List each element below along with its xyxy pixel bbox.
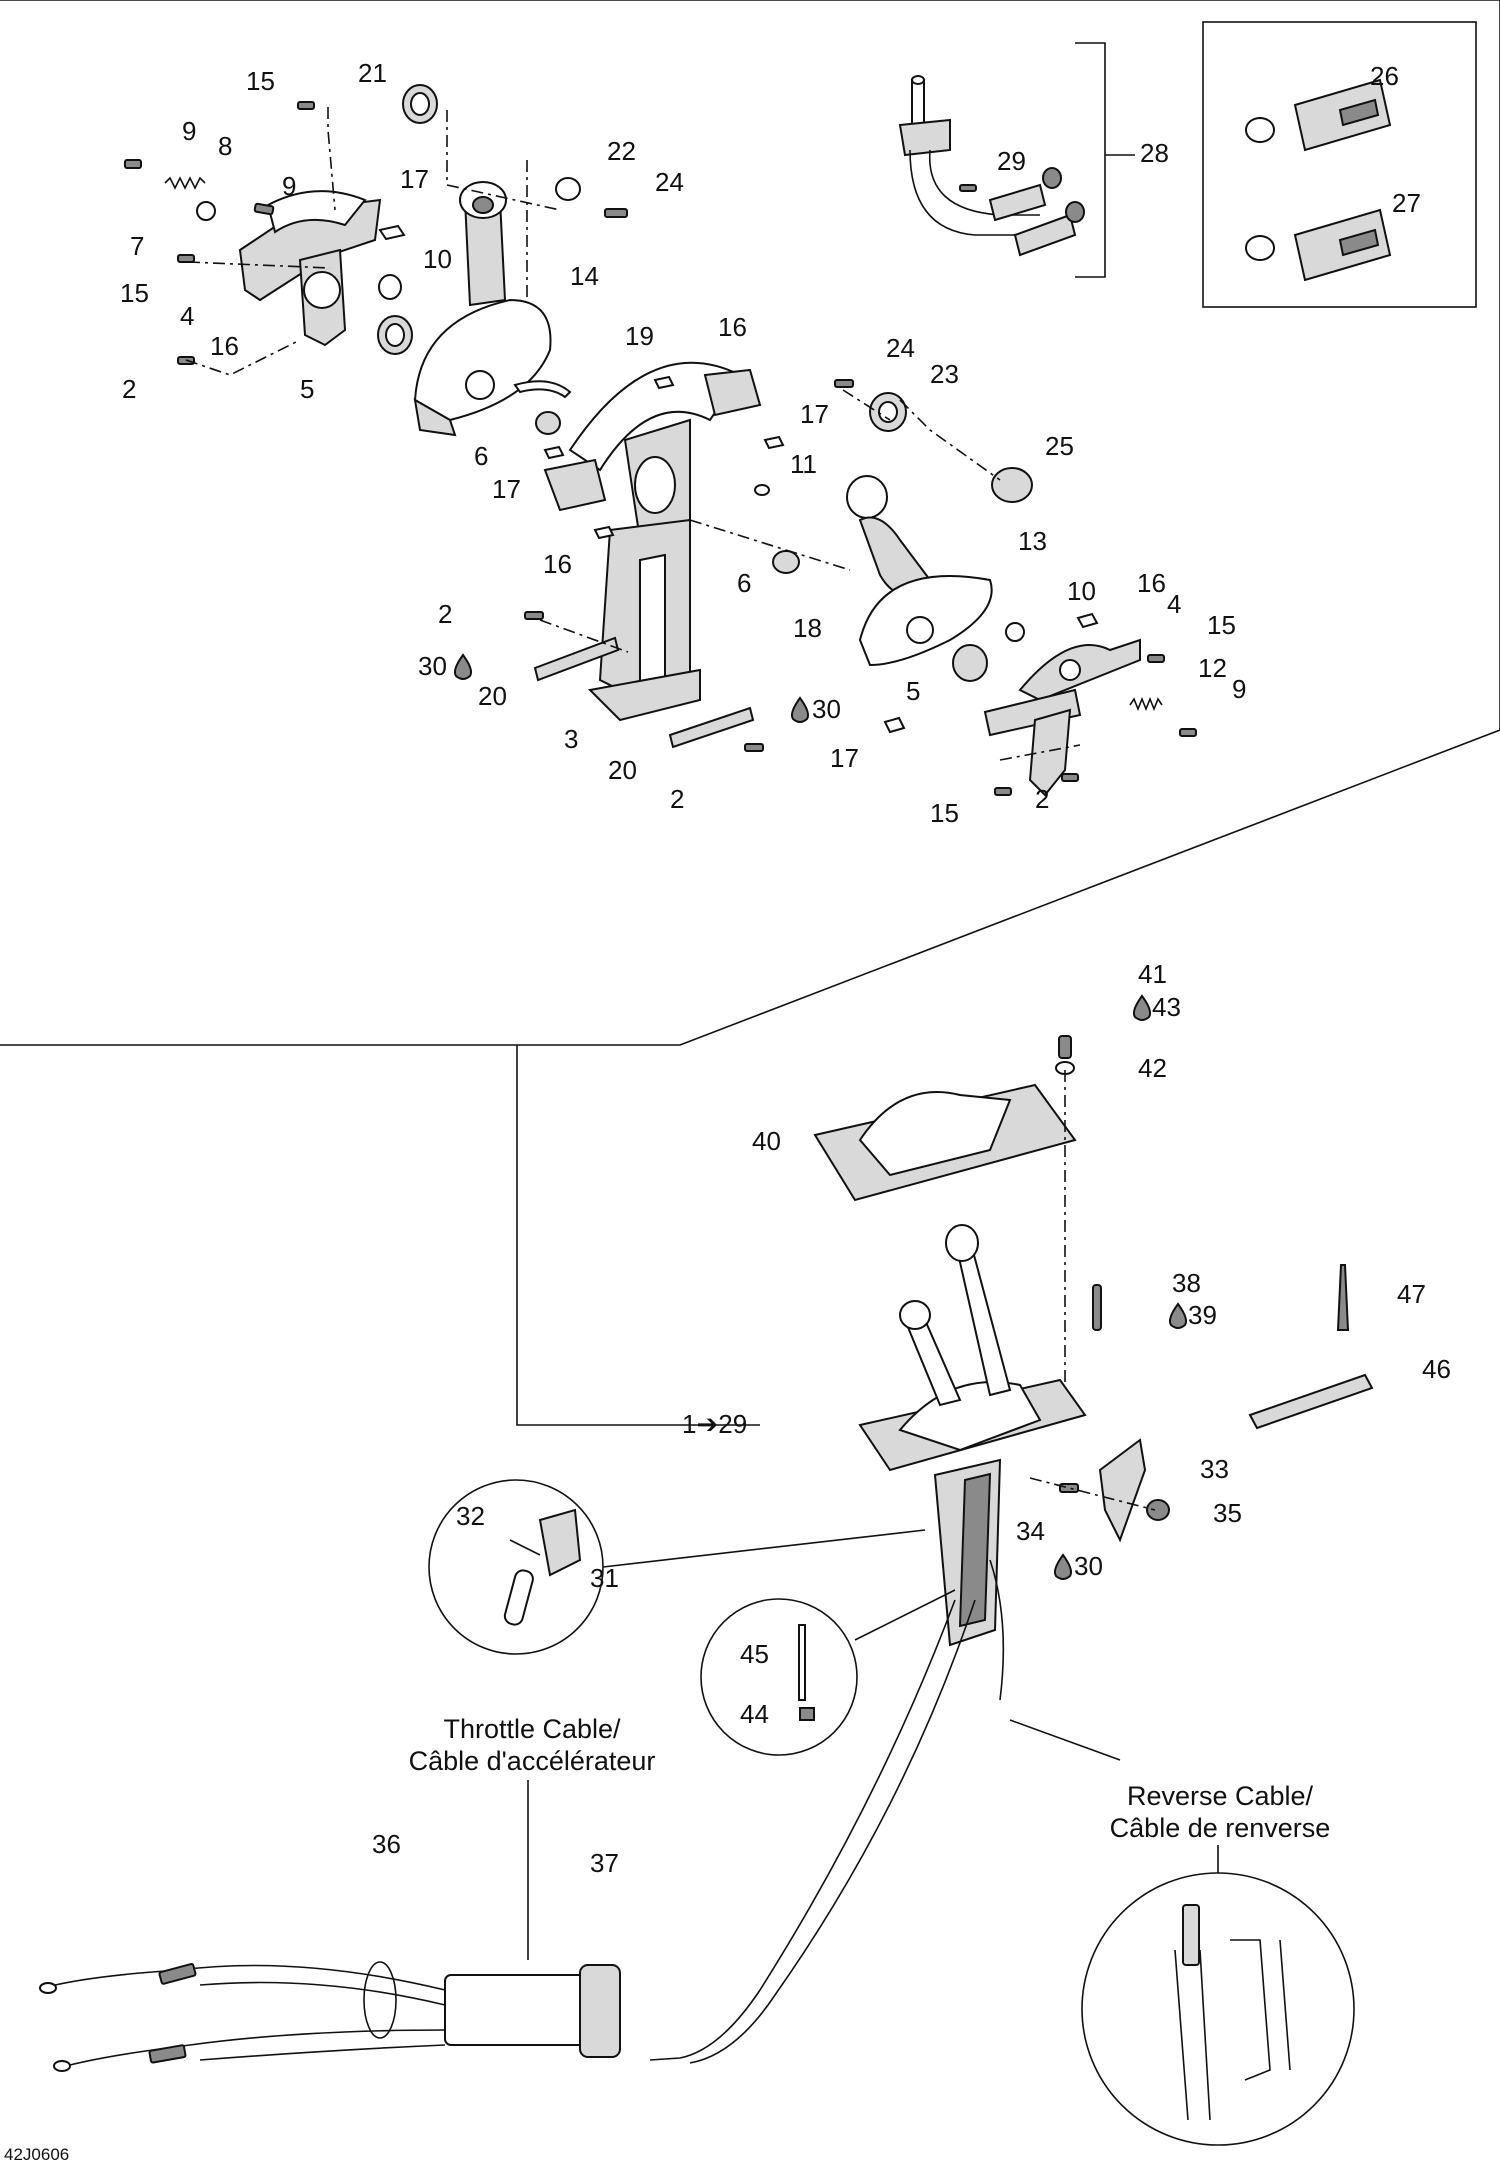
callout-18: 18	[793, 613, 822, 643]
callout-15: 15	[246, 66, 275, 96]
callout-38: 38	[1172, 1268, 1201, 1298]
drop-icon	[1168, 1302, 1188, 1329]
callout-41: 41	[1138, 959, 1167, 989]
callout-16: 16	[718, 312, 747, 342]
callout-9: 9	[282, 171, 296, 201]
lower-assembly	[649, 1035, 1374, 2064]
callout-2: 2	[670, 784, 684, 814]
callout-2: 2	[122, 374, 136, 404]
reverse-leader	[1009, 1719, 1121, 1761]
throttle-cable-end	[39, 1961, 621, 2072]
callout-26: 26	[1370, 61, 1399, 91]
callout-33: 33	[1200, 1454, 1229, 1484]
drop-icon	[1132, 994, 1152, 1021]
callout-14: 14	[570, 261, 599, 291]
callout-16: 16	[543, 549, 572, 579]
callout-13: 13	[1018, 526, 1047, 556]
callout-32: 32	[456, 1501, 485, 1531]
callout-25: 25	[1045, 431, 1074, 461]
callout-4: 4	[180, 301, 194, 331]
callout-4: 4	[1167, 589, 1181, 619]
callout-45: 45	[740, 1639, 769, 1669]
drop-icon	[790, 696, 810, 723]
callout-17: 17	[492, 474, 521, 504]
callout-30: 30	[1074, 1551, 1103, 1581]
upper-assembly-frame	[0, 0, 1500, 1046]
callout-7: 7	[130, 231, 144, 261]
callout-15: 15	[930, 798, 959, 828]
assembly-connector-line	[516, 1045, 760, 1426]
callout-46: 46	[1422, 1354, 1451, 1384]
callout-36: 36	[372, 1829, 401, 1859]
callout-21: 21	[358, 58, 387, 88]
callout-5: 5	[906, 676, 920, 706]
callout-10: 10	[1067, 576, 1096, 606]
callout-11: 11	[790, 449, 817, 479]
kit-inset-box	[1202, 21, 1477, 308]
callout-16: 16	[210, 331, 239, 361]
callout-2: 2	[1035, 784, 1049, 814]
drop-icon	[453, 653, 473, 680]
callout-2: 2	[438, 599, 452, 629]
callout-17: 17	[400, 164, 429, 194]
callout-3: 3	[564, 724, 578, 754]
left-lever-assembly	[124, 84, 628, 437]
callout-17: 17	[830, 743, 859, 773]
drop-icon	[1053, 1553, 1073, 1580]
figure-code: 42J0606	[4, 2145, 69, 2164]
callout-5: 5	[300, 374, 314, 404]
detail-circle-reverse	[1081, 1845, 1355, 2146]
callout-16: 16	[1137, 568, 1166, 598]
callout-39: 39	[1188, 1300, 1217, 1330]
sensor-connector	[898, 75, 1085, 257]
callout-34: 34	[1016, 1516, 1045, 1546]
callout-9: 9	[1232, 674, 1246, 704]
callout-22: 22	[607, 136, 636, 166]
throttle-cable-caption-line1: Throttle Cable/	[443, 1714, 621, 1744]
reverse-cable-caption-line2: Câble de renverse	[1110, 1813, 1331, 1843]
callout-43: 43	[1152, 992, 1181, 1022]
callout-12: 12	[1198, 653, 1227, 683]
detail-circle-44-45	[700, 1589, 956, 1756]
callout-20: 20	[478, 681, 507, 711]
callout-20: 20	[608, 755, 637, 785]
callout-29: 29	[997, 146, 1026, 176]
group-bracket-28	[1075, 42, 1135, 278]
callout-10: 10	[423, 244, 452, 274]
callout-30: 30	[418, 651, 447, 681]
callout-30: 30	[812, 694, 841, 724]
callout-23: 23	[930, 359, 959, 389]
callout-8: 8	[218, 131, 232, 161]
callout-35: 35	[1213, 1498, 1242, 1528]
callout-42: 42	[1138, 1053, 1167, 1083]
callout-labels: 15 21 9 8 22 24 9 17 7 10 15 14 4 16 2 5…	[120, 58, 1451, 1878]
callout-9: 9	[182, 116, 196, 146]
callout-37: 37	[590, 1848, 619, 1878]
callout-47: 47	[1397, 1279, 1426, 1309]
callout-15: 15	[1207, 610, 1236, 640]
reverse-cable-caption-line1: Reverse Cable/	[1127, 1781, 1314, 1811]
callout-31: 31	[590, 1563, 619, 1593]
callout-6: 6	[737, 568, 751, 598]
callout-24: 24	[886, 333, 915, 363]
callout-24: 24	[655, 167, 684, 197]
callout-40: 40	[752, 1126, 781, 1156]
callout-17: 17	[800, 399, 829, 429]
callout-19: 19	[625, 321, 654, 351]
center-frame	[524, 361, 851, 752]
callout-6: 6	[474, 441, 488, 471]
right-lever-assembly	[834, 379, 1197, 797]
callout-27: 27	[1392, 188, 1421, 218]
callout-44: 44	[740, 1699, 769, 1729]
throttle-cable-caption-line2: Câble d'accélérateur	[409, 1746, 656, 1776]
callout-28: 28	[1140, 138, 1169, 168]
kit-parts	[1245, 78, 1392, 282]
sealant-drop-icons	[453, 653, 1188, 1580]
callout-1-to-29: 1➔29	[682, 1409, 747, 1439]
callout-15: 15	[120, 278, 149, 308]
detail-circle-31-32	[428, 1479, 926, 1655]
